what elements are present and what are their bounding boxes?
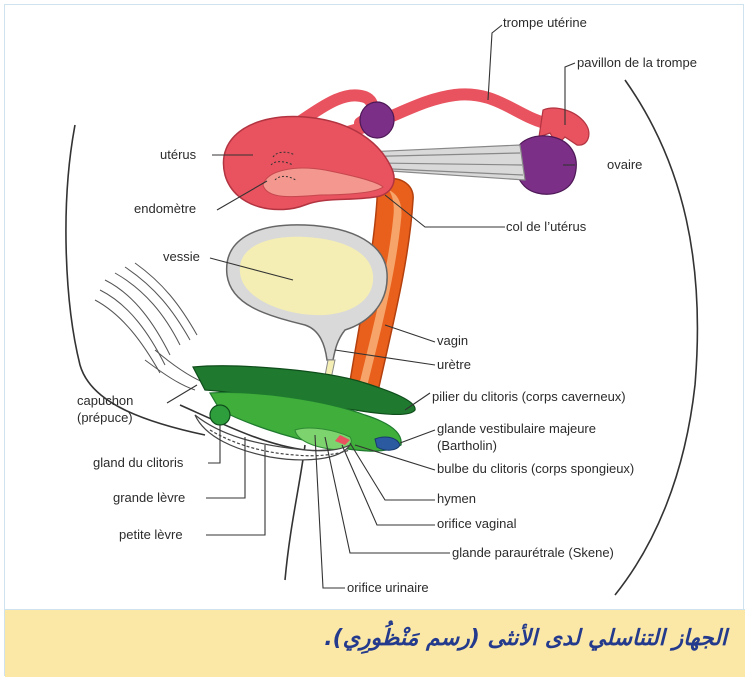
label-hymen: hymen [437,491,476,506]
label-vagin: vagin [437,333,468,348]
label-col: col de l’utérus [506,219,587,234]
label-gland: gland du clitoris [93,455,184,470]
label-pavillon: pavillon de la trompe [577,55,697,70]
label-prepuce: (prépuce) [77,410,133,425]
label-capuchon: capuchon [77,393,133,408]
caption-bar: الجهاز التناسلي لدى الأنثى (رسم مَنْظُور… [5,609,745,677]
anatomy-diagram: trompe utérine pavillon de la trompe uté… [5,5,745,609]
label-trompe: trompe utérine [503,15,587,30]
caption-text: الجهاز التناسلي لدى الأنثى (رسم مَنْظُور… [324,626,727,651]
label-orifice-vaginal: orifice vaginal [437,516,517,531]
label-bulbe: bulbe du clitoris (corps spongieux) [437,461,634,476]
label-glande-para: glande paraurétrale (Skene) [452,545,614,560]
label-vessie: vessie [163,249,200,264]
label-glande-vest: glande vestibulaire majeure [437,421,596,436]
label-uretre: urètre [437,357,471,372]
label-bartholin: (Bartholin) [437,438,497,453]
label-ovaire: ovaire [607,157,642,172]
label-orifice-urinaire: orifice urinaire [347,580,429,595]
label-pilier: pilier du clitoris (corps caverneux) [432,389,626,404]
pubic-hair [95,263,205,390]
label-grande-levre: grande lèvre [113,490,185,505]
label-petite-levre: petite lèvre [119,527,183,542]
label-uterus: utérus [160,147,197,162]
label-endometre: endomètre [134,201,196,216]
ovary-left [360,102,394,138]
